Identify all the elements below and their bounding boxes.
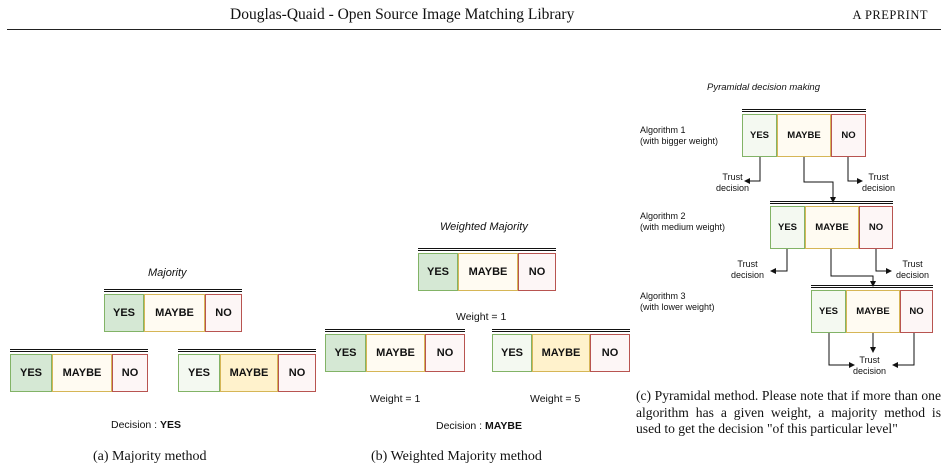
arrow-to-algo-2	[803, 157, 836, 203]
cell-maybe: MAYBE	[458, 253, 518, 291]
decision-value: MAYBE	[485, 420, 522, 432]
pyramid-box-2: YES MAYBE NO	[770, 201, 893, 249]
cell-yes: YES	[325, 334, 366, 372]
algorithm-2-name: Algorithm 2	[640, 211, 686, 221]
decision-text: decision	[731, 270, 765, 280]
trust-text: Trust	[722, 172, 743, 182]
weighted-majority-title: Weighted Majority	[440, 221, 528, 233]
cell-no: NO	[518, 253, 556, 291]
trust-text: Trust	[902, 259, 923, 269]
cell-no: NO	[590, 334, 630, 372]
trust-text: Trust	[868, 172, 889, 182]
caption-b: (b) Weighted Majority method	[371, 449, 542, 464]
cell-yes: YES	[418, 253, 458, 291]
cell-maybe: MAYBE	[366, 334, 425, 372]
decision-prefix: Decision :	[436, 420, 486, 432]
trust-decision-1-right: Trust decision	[862, 172, 895, 194]
weighted-right-weight: Weight = 5	[530, 393, 581, 405]
cell-maybe: MAYBE	[805, 206, 859, 249]
majority-title: Majority	[148, 267, 187, 279]
cell-no: NO	[425, 334, 465, 372]
weighted-decision: Decision : MAYBE	[436, 420, 522, 432]
trust-text: Trust	[859, 355, 880, 365]
algorithm-3-name: Algorithm 3	[640, 291, 686, 301]
algorithm-1-name: Algorithm 1	[640, 125, 686, 135]
cell-yes: YES	[10, 354, 52, 392]
arrow-trust-2-left	[770, 249, 788, 274]
arrow-trust-1-left	[744, 157, 761, 184]
decision-prefix: Decision :	[111, 419, 161, 431]
arrow-to-algo-3	[830, 249, 876, 287]
running-header-label: A PREPRINT	[852, 8, 928, 22]
cell-maybe: MAYBE	[52, 354, 112, 392]
arrow-trust-2-right	[875, 249, 892, 274]
arrow-final-right	[892, 333, 915, 368]
trust-decision-2-left: Trust decision	[731, 259, 764, 281]
decision-text: decision	[716, 183, 750, 193]
cell-no: NO	[900, 290, 933, 333]
weighted-right-box: YES MAYBE NO	[492, 329, 630, 372]
algorithm-3-weight: (with lower weight)	[640, 302, 715, 312]
cell-no: NO	[205, 294, 242, 332]
pyramid-box-3: YES MAYBE NO	[811, 285, 933, 333]
cell-maybe: MAYBE	[846, 290, 900, 333]
weighted-left-box: YES MAYBE NO	[325, 329, 465, 372]
algorithm-3-label: Algorithm 3 (with lower weight)	[640, 291, 715, 313]
cell-yes: YES	[104, 294, 144, 332]
running-header-title: Douglas-Quaid - Open Source Image Matchi…	[230, 6, 575, 23]
majority-decision: Decision : YES	[111, 419, 181, 431]
weighted-top-weight: Weight = 1	[456, 311, 507, 323]
caption-a: (a) Majority method	[93, 449, 207, 464]
majority-right-box: YES MAYBE NO	[178, 349, 316, 392]
cell-maybe: MAYBE	[220, 354, 278, 392]
majority-left-box: YES MAYBE NO	[10, 349, 148, 392]
trust-text: Trust	[737, 259, 758, 269]
algorithm-1-weight: (with bigger weight)	[640, 136, 719, 146]
trust-decision-1-left: Trust decision	[716, 172, 749, 194]
cell-no: NO	[278, 354, 316, 392]
arrow-trust-1-right	[847, 157, 863, 184]
cell-yes: YES	[811, 290, 846, 333]
weighted-top-box: YES MAYBE NO	[418, 248, 556, 291]
trust-decision-2-right: Trust decision	[896, 259, 929, 281]
cell-no: NO	[859, 206, 893, 249]
decision-text: decision	[853, 366, 887, 376]
cell-yes: YES	[492, 334, 532, 372]
decision-value: YES	[160, 419, 182, 431]
cell-no: NO	[831, 114, 866, 157]
cell-yes: YES	[770, 206, 805, 249]
cell-yes: YES	[178, 354, 220, 392]
decision-text: decision	[896, 270, 930, 280]
header-rule	[7, 29, 941, 30]
majority-top-box: YES MAYBE NO	[104, 289, 242, 332]
cell-no: NO	[112, 354, 148, 392]
pyramid-box-1: YES MAYBE NO	[742, 109, 866, 157]
cell-yes: YES	[742, 114, 777, 157]
decision-text: decision	[862, 183, 896, 193]
algorithm-2-label: Algorithm 2 (with medium weight)	[640, 211, 725, 233]
algorithm-2-weight: (with medium weight)	[640, 222, 726, 232]
pyramidal-title: Pyramidal decision making	[707, 82, 820, 93]
arrow-final-left	[828, 333, 855, 368]
cell-maybe: MAYBE	[532, 334, 590, 372]
caption-c: (c) Pyramidal method. Please note that i…	[636, 388, 941, 437]
weighted-left-weight: Weight = 1	[370, 393, 421, 405]
trust-decision-final: Trust decision	[853, 355, 886, 377]
cell-maybe: MAYBE	[777, 114, 831, 157]
cell-maybe: MAYBE	[144, 294, 205, 332]
algorithm-1-label: Algorithm 1 (with bigger weight)	[640, 125, 718, 147]
